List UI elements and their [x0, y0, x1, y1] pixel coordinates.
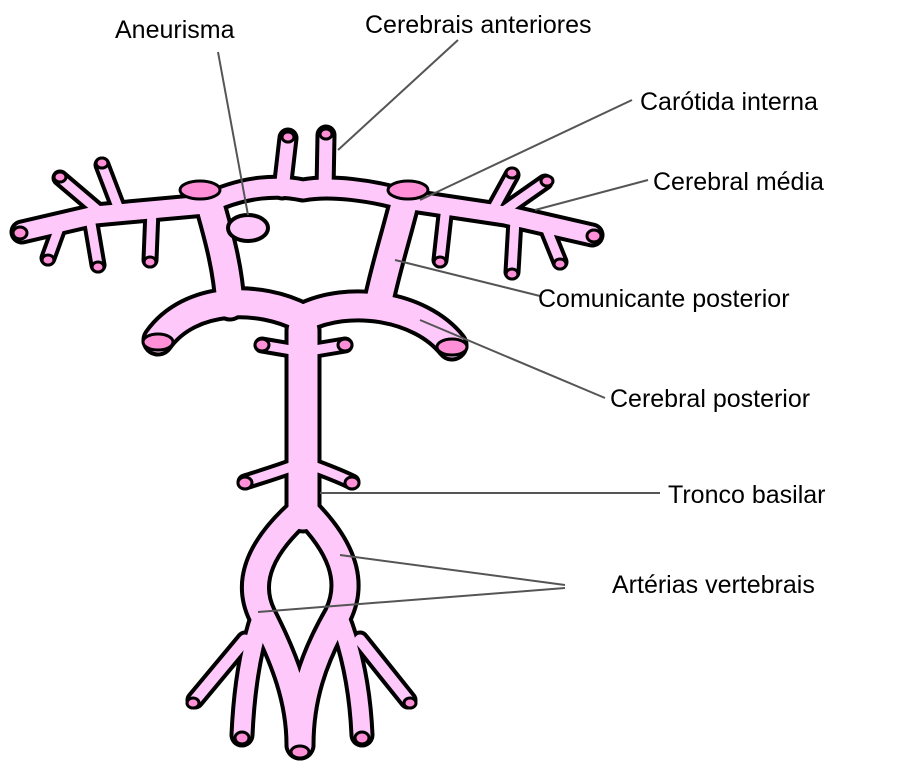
aneurysm-bulge [228, 215, 268, 241]
left-posterior-cap [143, 334, 173, 350]
left-mca-end-cap [13, 227, 27, 239]
right-communicating [378, 200, 405, 305]
upper-left-cap [255, 339, 269, 351]
left-vertebral-end-cap [235, 732, 249, 744]
right-branch-cap-5 [434, 257, 446, 267]
right-anterior-cap [320, 129, 332, 139]
right-carotid-cap [388, 181, 428, 199]
right-branch-cap-4 [554, 259, 566, 269]
bottom-center-cap [291, 746, 309, 758]
leader-cerebrais-anteriores [338, 40, 458, 150]
left-branch-cap-1 [96, 158, 108, 168]
upper-right-cap [338, 339, 352, 351]
right-posterior-cap [437, 339, 467, 355]
label-arterias-vertebrais: Artérias vertebrais [612, 571, 815, 599]
right-mca-end-cap [587, 230, 601, 242]
right-lower-branch-cap [404, 698, 416, 708]
left-anterior-cap [282, 132, 294, 142]
right-branch-cap-2 [541, 176, 553, 186]
left-branch-cap-3 [92, 262, 104, 272]
label-cerebrais-anteriores: Cerebrais anteriores [365, 11, 592, 39]
right-branch-cap-3 [506, 269, 518, 279]
label-tronco-basilar: Tronco basilar [668, 481, 825, 509]
left-branch-cap-2 [54, 172, 66, 182]
basilar-left-cap [238, 477, 252, 489]
leader-arterias-vertebrais-lower [258, 588, 565, 612]
leader-arterias-vertebrais-upper [340, 555, 565, 585]
label-carotida-interna: Carótida interna [640, 88, 818, 116]
right-anterior-cerebral [325, 135, 326, 190]
left-branch-cap-5 [144, 257, 156, 267]
right-branch-cap-1 [506, 168, 518, 178]
left-anterior-cerebral [282, 138, 288, 190]
left-carotid-cap [180, 181, 220, 199]
left-lower-branch-cap [187, 698, 199, 708]
label-comunicante-posterior: Comunicante posterior [538, 285, 790, 313]
left-branch-cap-4 [42, 255, 54, 265]
basilar-right-cap [345, 477, 359, 489]
right-vertebral-end-cap [355, 732, 369, 744]
label-cerebral-posterior: Cerebral posterior [610, 385, 810, 413]
label-cerebral-media: Cerebral média [653, 168, 824, 196]
label-aneurisma: Aneurisma [115, 16, 235, 44]
